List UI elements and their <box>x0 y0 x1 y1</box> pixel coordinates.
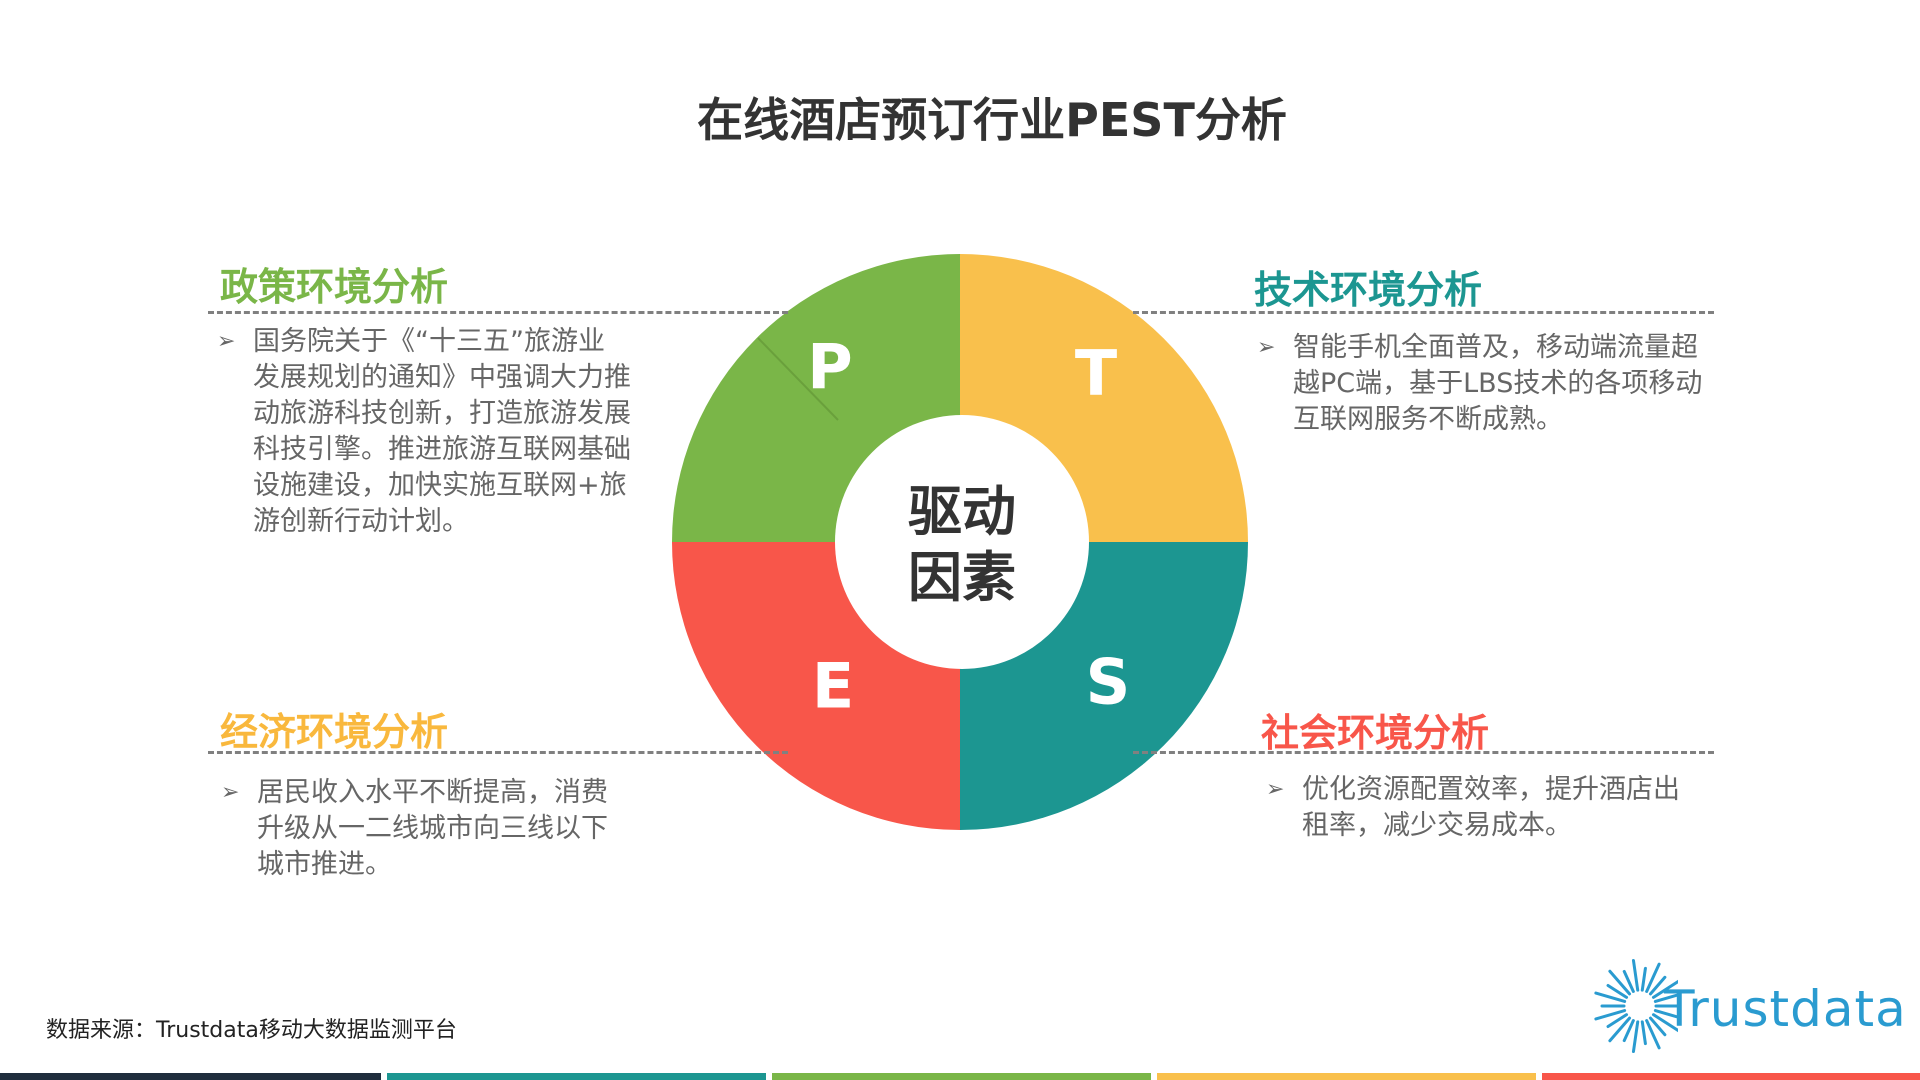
footer-bar-5 <box>1542 1073 1920 1080</box>
text-line: 智能手机全面普及，移动端流量超 <box>1293 332 1698 363</box>
sunburst-ray <box>1651 1013 1678 1033</box>
text-line: 升级从一二线城市向三线以下 <box>257 813 608 844</box>
footer-bar-2 <box>387 1073 766 1080</box>
text-line: 互联网服务不断成熟。 <box>1293 404 1563 435</box>
page-title: 在线酒店预订行业PEST分析 <box>697 93 1287 147</box>
letter-t: T <box>1074 336 1118 410</box>
text-line: 国务院关于《“十三五”旅游业 <box>253 326 605 357</box>
technology-text: ➢ 智能手机全面普及，移动端流量超 越PC端，基于LBS技术的各项移动 互联网服… <box>1257 330 1723 438</box>
sunburst-ray <box>1631 1020 1640 1054</box>
social-divider <box>1133 751 1714 754</box>
social-text: ➢ 优化资源配置效率，提升酒店出 租率，减少交易成本。 <box>1266 772 1722 844</box>
technology-heading: 技术环境分析 <box>1254 268 1483 312</box>
sunburst-ray <box>1631 958 1640 992</box>
sunburst-ray <box>1653 1009 1678 1019</box>
sunburst-ray <box>1608 1016 1632 1043</box>
arrow-bullet-icon: ➢ <box>221 780 240 805</box>
economic-text: ➢ 居民收入水平不断提高，消费 升级从一二线城市向三线以下 城市推进。 <box>221 775 657 883</box>
trustdata-logo: Trustdata <box>1588 950 1906 1060</box>
sunburst-ray <box>1606 983 1629 999</box>
sunburst-ray <box>1653 993 1678 1003</box>
letter-p: P <box>807 330 853 404</box>
sunburst-ray <box>1645 1019 1661 1050</box>
sunburst-ray <box>1651 979 1678 999</box>
center-circle <box>835 415 1089 669</box>
data-source: 数据来源：Trustdata移动大数据监测平台 <box>46 1018 457 1043</box>
social-heading: 社会环境分析 <box>1261 711 1490 755</box>
economic-divider <box>208 751 788 754</box>
footer-bar-4 <box>1157 1073 1536 1080</box>
sunburst-ray <box>1640 1020 1647 1046</box>
economic-heading: 经济环境分析 <box>220 710 449 754</box>
sunburst-ray <box>1648 1016 1667 1037</box>
sunburst-ray <box>1648 975 1667 996</box>
text-line: 越PC端，基于LBS技术的各项移动 <box>1293 368 1703 399</box>
text-line: 城市推进。 <box>257 849 392 880</box>
text-line: 游创新行动计划。 <box>253 506 469 537</box>
center-line-1: 驱动 <box>908 480 1016 543</box>
letter-s: S <box>1085 645 1131 719</box>
sunburst-ray <box>1606 1013 1629 1029</box>
arrow-bullet-icon: ➢ <box>217 329 236 354</box>
sunburst-ray <box>1640 966 1647 992</box>
text-line: 优化资源配置效率，提升酒店出 <box>1302 774 1680 805</box>
sunburst-ray <box>1645 962 1661 993</box>
center-label: 驱动 因素 <box>908 479 1016 611</box>
text-line: 租率，减少交易成本。 <box>1302 810 1572 841</box>
political-divider <box>208 311 788 314</box>
text-line: 居民收入水平不断提高，消费 <box>257 777 608 808</box>
arrow-bullet-icon: ➢ <box>1257 335 1276 360</box>
sunburst-ray <box>1622 969 1635 993</box>
sunburst-icon <box>1594 958 1678 1054</box>
sunburst-ray <box>1594 1009 1627 1021</box>
sunburst-ray <box>1608 969 1632 996</box>
sunburst-ray <box>1594 991 1627 1003</box>
political-text: ➢ 国务院关于《“十三五”旅游业 发展规划的通知》中强调大力推 动旅游科技创新，… <box>217 324 663 540</box>
text-line: 科技引擎。推进旅游互联网基础 <box>253 434 631 465</box>
text-line: 设施建设，加快实施互联网+旅 <box>253 470 627 501</box>
footer-bar-3 <box>772 1073 1151 1080</box>
text-line: 动旅游科技创新，打造旅游发展 <box>253 398 631 429</box>
center-line-2: 因素 <box>908 546 1016 609</box>
letter-e: E <box>811 649 855 723</box>
technology-divider <box>1133 311 1714 314</box>
text-line: 发展规划的通知》中强调大力推 <box>253 362 631 393</box>
quadrant-p-divider <box>757 337 839 421</box>
sunburst-ray <box>1622 1019 1635 1043</box>
logo-text: Trustdata <box>1664 980 1907 1038</box>
footer-bar-1 <box>0 1073 381 1080</box>
political-heading: 政策环境分析 <box>220 265 449 309</box>
arrow-bullet-icon: ➢ <box>1266 777 1285 802</box>
